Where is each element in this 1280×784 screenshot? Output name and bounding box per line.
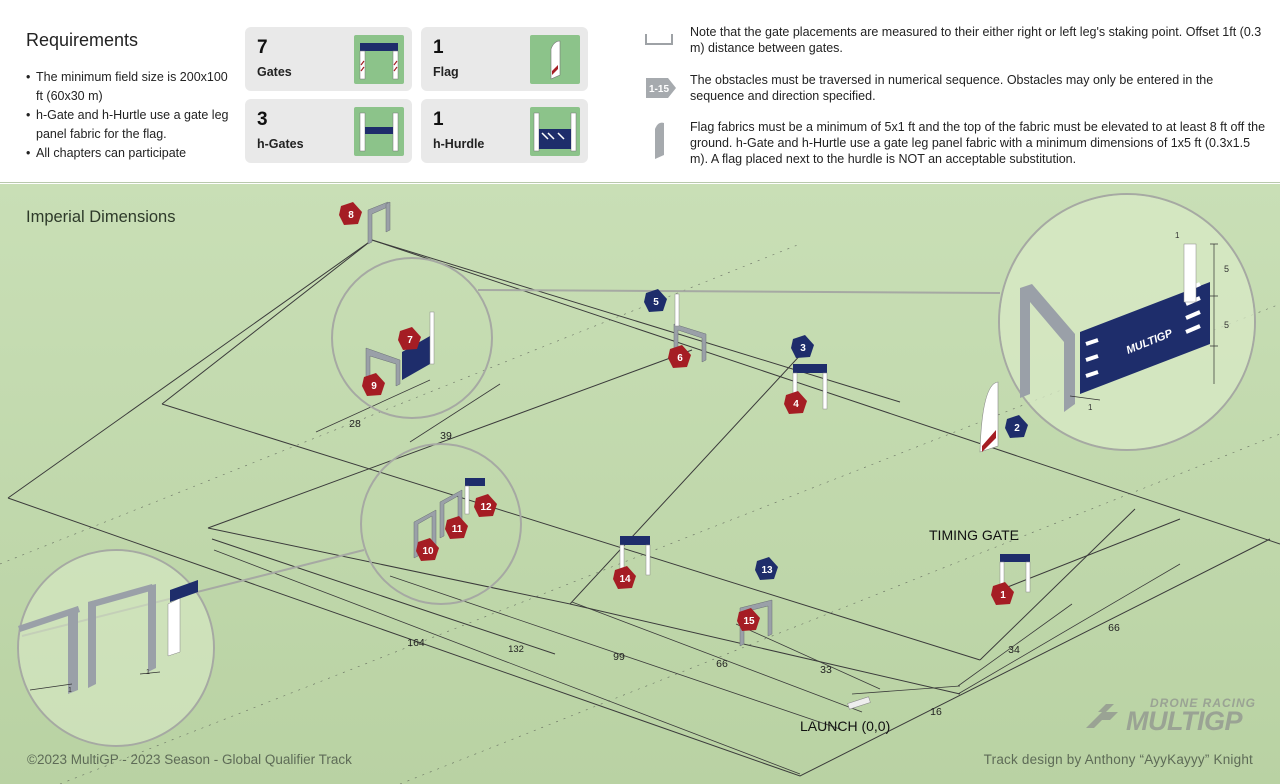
detail-dim: 1 [146,669,150,676]
sequence-marker: 1 [991,582,1014,605]
sequence-marker: 13 [755,557,778,580]
h-hurdle-count-card: 1 h-Hurdle [421,99,588,163]
h-gates-count-card: 3 h-Gates [245,99,412,163]
sequence-marker: 15 [737,608,760,631]
dim-label: 28 [349,418,361,430]
detail-dim: 1 [1175,231,1180,240]
grid-lines [0,243,1280,784]
dim-label: 164 [407,637,425,649]
dim-label: 33 [820,664,832,676]
requirement-item: h-Gate and h-Hurtle use a gate leg panel… [26,106,236,144]
sequence-marker: 4 [784,391,807,414]
sequence-badge-icon: 1-15 [642,72,678,108]
requirements-title: Requirements [26,30,139,50]
sequence-marker: 3 [791,335,814,358]
logo-subtitle: DRONE RACING [1150,696,1257,710]
dim-label: 132 [508,644,524,655]
flag-count: 1 [433,37,444,58]
sequence-marker: 2 [1005,415,1028,438]
sequence-badge-text: 1-15 [649,84,669,95]
sequence-marker-number: 11 [452,524,463,535]
flag-icon [530,35,580,84]
detail-dim: 5 [1224,320,1229,330]
sequence-marker: 14 [613,566,636,589]
note-text: Note that the gate placements are measur… [690,25,1262,55]
note-text: The obstacles must be traversed in numer… [690,73,1214,103]
sequence-marker-number: 13 [761,565,773,576]
track-diagram: MULTIGP 1 5 5 1 1 1 [0,184,1280,784]
dim-label: 66 [1108,622,1120,634]
sequence-marker-number: 14 [619,574,631,585]
track-map: MULTIGP 1 5 5 1 1 1 [0,184,1280,784]
flag-icon [642,119,678,159]
map-title: Imperial Dimensions [26,208,176,226]
requirement-item: All chapters can participate [26,144,236,163]
credit-text: Track design by Anthony “AyyKayyy” Knigh… [983,752,1253,767]
requirements-list: The minimum field size is 200x100 ft (60… [26,68,236,163]
detail-dim: 1 [1088,403,1093,412]
sequence-marker-number: 1 [1000,590,1006,601]
gates-count-card: 7 Gates [245,27,412,91]
flag-label: Flag [433,65,459,79]
field-banners [402,293,1031,710]
gates-label: Gates [257,65,292,79]
h-gates-count: 3 [257,109,268,130]
detail-dim: 5 [1224,264,1229,274]
gate-icon [354,35,404,84]
sequence-marker-number: 7 [407,335,413,346]
sequence-marker: 12 [474,494,497,517]
sequence-marker-number: 12 [480,502,492,513]
sequence-marker-number: 15 [743,616,755,627]
dim-label: 16 [930,706,942,718]
sequence-marker-number: 2 [1014,423,1020,434]
sequence-marker-number: 4 [793,399,799,410]
flag-count-card: 1 Flag [421,27,588,91]
sequence-marker: 10 [416,538,439,561]
launch-label: LAUNCH (0,0) [800,718,890,734]
sequence-marker-number: 6 [677,353,683,364]
dim-label: 66 [716,658,728,670]
staking-point-icon [642,24,678,60]
sequence-marker: 6 [668,345,691,368]
hurdle-detail: MULTIGP 1 5 5 1 [1020,231,1229,412]
header: Requirements The minimum field size is 2… [0,0,1280,183]
note-text: Flag fabrics must be a minimum of 5x1 ft… [690,120,1266,166]
sequence-marker-number: 9 [371,381,377,392]
sequence-marker-number: 10 [422,546,434,557]
launch-pad [847,696,871,710]
requirement-item: The minimum field size is 200x100 ft (60… [26,68,236,106]
sequence-marker: 7 [398,327,421,350]
sequence-marker: 5 [644,289,667,312]
gates-count: 7 [257,37,268,58]
logo-wordmark: MULTIGP [1126,706,1242,736]
h-gate-icon [354,107,404,156]
sequence-marker: 9 [362,373,385,396]
dimension-lines [213,379,1181,775]
multigp-logo: DRONE RACING MULTIGP [1082,696,1257,738]
sequence-marker-number: 8 [348,210,354,221]
dim-label: 99 [613,651,625,663]
dimension-labels: 164 132 99 66 33 16 34 66 28 39 [349,418,1120,718]
sequence-marker: 11 [445,516,468,539]
sequence-marker-number: 5 [653,297,659,308]
track-lines [7,239,1280,777]
sequence-marker-number: 3 [800,343,806,354]
h-hurdle-count: 1 [433,109,444,130]
h-hurdle-label: h-Hurdle [433,137,485,151]
h-hurdle-icon [530,107,580,156]
detail-dim: 1 [68,687,72,694]
checkered-logo-icon [1086,704,1118,728]
dim-label: 39 [440,430,452,442]
timing-gate-label: TIMING GATE [929,527,1019,543]
dim-label: 34 [1008,644,1020,656]
sequence-marker: 8 [339,202,362,225]
gates-detail: 1 1 [18,580,198,694]
copyright-text: ©2023 MultiGP - 2023 Season - Global Qua… [27,752,352,767]
h-gates-label: h-Gates [257,137,304,151]
